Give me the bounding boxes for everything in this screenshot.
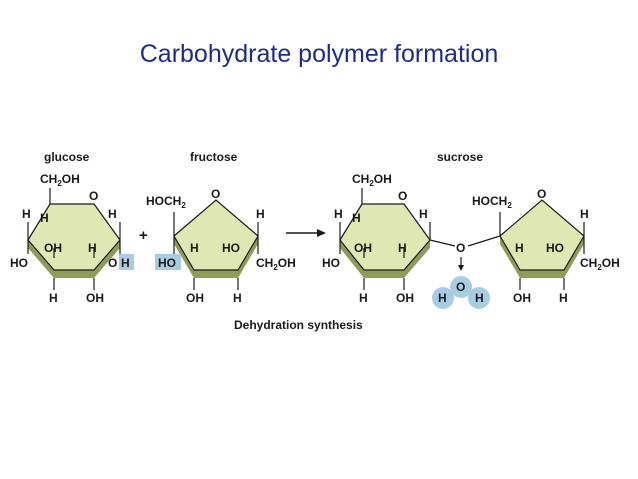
fructose-h-bottom: H [233,291,242,305]
glucose-molecule: glucose CH2OH O H H H OH H HO O H H OH [10,150,134,305]
glucose-oh-inner: OH [44,241,62,255]
glucose-ring-side [54,270,94,278]
glucose-ch2oh: CH2OH [40,172,80,188]
sucrose-oh-bottom: OH [396,291,414,305]
fructose-h-right: H [256,207,265,221]
water-h-left-bubble [432,287,454,309]
glucose-o-right: O [108,256,117,270]
sucrose-molecule: sucrose CH2OH O H H H OH H HO H OH O [322,150,620,305]
sucrose-h-bottom2: H [559,291,568,305]
fructose-h-inner: H [190,241,199,255]
glucose-h: H [22,207,31,221]
sucrose-oh-bottom2: OH [513,291,531,305]
water-h-right-bubble [468,287,490,309]
sucrose-ring-side [364,270,404,278]
fructose-ring [173,199,259,271]
glucose-h-inner: H [40,211,49,225]
sucrose-h-far-right: H [580,207,589,221]
glycosidic-bond [467,235,501,247]
sucrose-h-inner: H [352,211,361,225]
fructose-ring-side [238,236,258,278]
sucrose-ring-side [404,240,430,278]
water-h-right: H [475,291,484,305]
sucrose-fructose-ring [499,199,585,271]
fructose-molecule: fructose HOCH2 O H H HO HO CH2OH OH H [146,150,296,305]
fructose-hoch2: HOCH2 [146,194,186,210]
glucose-ring-oxygen: O [89,189,98,203]
sucrose-h: H [334,207,343,221]
glucose-h-highlight-box [119,254,134,270]
glucose-oh-bottom: OH [86,291,104,305]
fructose-ho-highlight: HO [158,256,176,270]
sucrose-h-inner2: H [515,241,524,255]
glucose-h-right: H [108,207,117,221]
water-molecule: H O H [432,276,490,309]
fructose-ho-inner: HO [222,241,240,255]
fructose-ring-side [194,270,238,278]
sucrose-label: sucrose [437,150,483,164]
fructose-ch2oh: CH2OH [256,256,296,272]
sucrose-ch2oh: CH2OH [352,172,392,188]
reaction-caption: Dehydration synthesis [234,318,363,332]
sucrose-ch2oh-right: CH2OH [580,256,620,272]
sucrose-ring-side [500,236,520,278]
water-o-bubble [450,276,472,298]
sucrose-ring-oxygen-right: O [537,187,546,201]
fructose-ring-oxygen: O [211,187,220,201]
water-h-left: H [438,291,447,305]
sucrose-ho-inner2: HO [546,241,564,255]
sucrose-h-mid: H [398,241,407,255]
sucrose-ho-left: HO [322,256,340,270]
fructose-ho-highlight-box [155,254,181,270]
glucose-ho-left: HO [10,256,28,270]
glucose-h-bottom: H [49,291,58,305]
fructose-label: fructose [190,150,238,164]
glucose-h-highlight: H [121,256,130,270]
glucose-ring-side [94,240,120,278]
sucrose-h-bottom: H [359,291,368,305]
glucose-ring-side [28,240,54,278]
sucrose-ring-side [340,240,364,278]
page-title: Carbohydrate polymer formation [139,40,499,68]
fructose-oh-bottom: OH [186,291,204,305]
sucrose-oh-inner: OH [354,241,372,255]
water-o: O [456,280,465,294]
fructose-ring-side [174,236,194,278]
reaction-arrow [286,229,326,237]
sucrose-hoch2: HOCH2 [472,194,512,210]
sucrose-ring-side [520,270,564,278]
plus-sign: + [139,227,148,244]
glucose-h-mid: H [88,241,97,255]
glycosidic-bond [429,239,456,247]
sucrose-h-right: H [419,207,428,221]
water-release-arrow [458,257,464,271]
glucose-label: glucose [44,150,90,164]
sucrose-ring-side [564,236,584,278]
sucrose-bridge-oxygen: O [456,241,465,255]
sucrose-ring-oxygen-left: O [398,189,407,203]
